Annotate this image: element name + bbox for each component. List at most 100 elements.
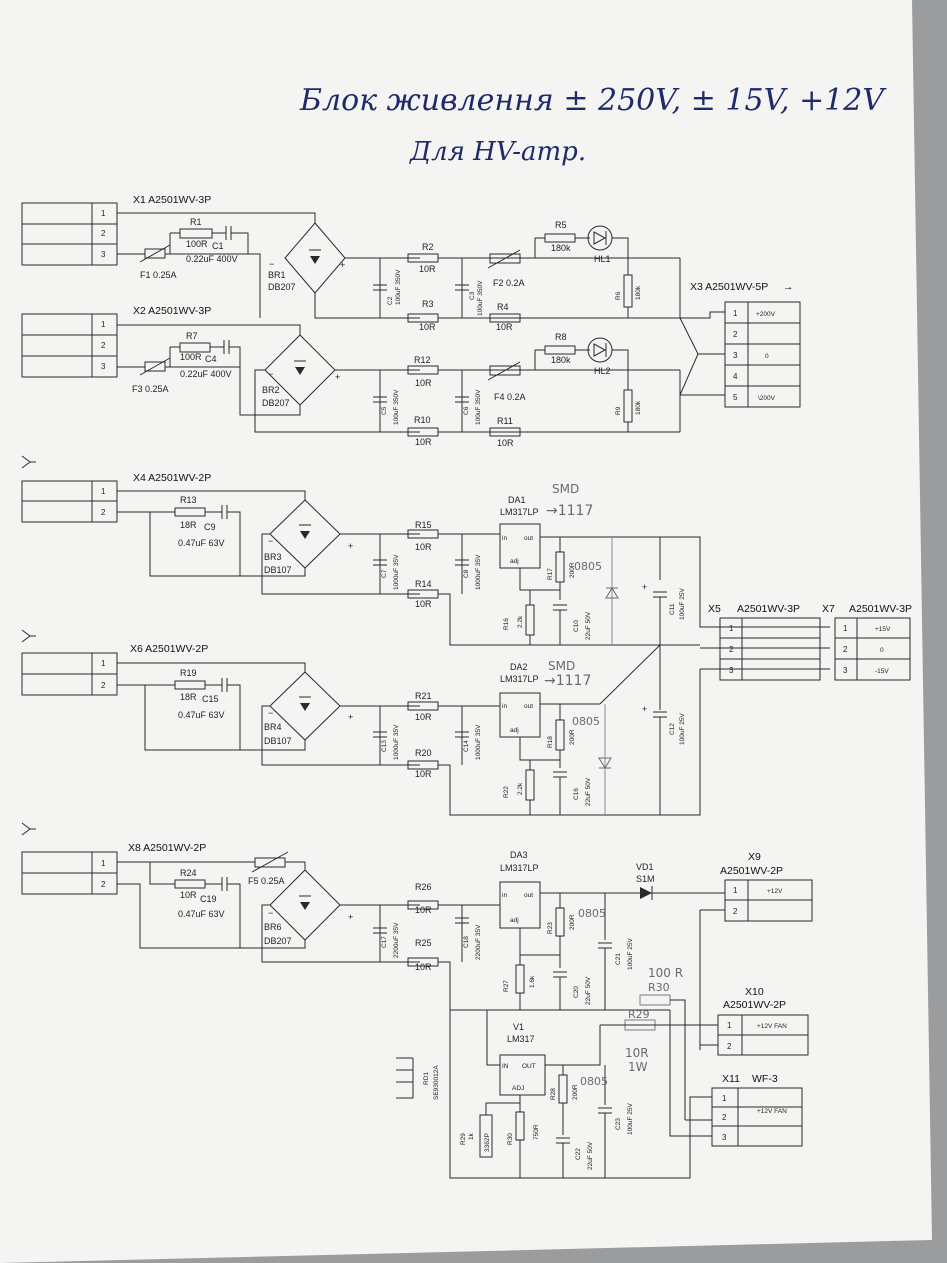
label-pin_numbers-0: 1 bbox=[101, 209, 106, 218]
label-sec4-C12: C12 bbox=[669, 723, 676, 735]
label-connectors-X9: X9 bbox=[748, 851, 761, 863]
label-sec2-C6v: 100uF 350V bbox=[475, 389, 482, 425]
label-sec4-R19v: 18R bbox=[180, 692, 197, 702]
label-polarity-plus: + bbox=[642, 582, 647, 592]
label-sec2-R9v: 180k bbox=[635, 400, 642, 415]
label-sec1-C1v: 0.22uF 400V bbox=[186, 254, 238, 264]
label-sec2-R11: R11 bbox=[497, 416, 513, 426]
label-x7_pins-1: 0 bbox=[880, 647, 884, 654]
label-sec4-R22v: 2.2k bbox=[517, 782, 524, 795]
label-sec4-C12v: 100uF 25V bbox=[679, 713, 686, 745]
label-pencil-r30name: R30 bbox=[648, 981, 670, 994]
label-sec2-C4: C4 bbox=[205, 354, 217, 364]
label-pin_numbers-0: 1 bbox=[722, 1094, 727, 1103]
label-sec1-C2: C2 bbox=[387, 296, 394, 305]
label-reg_pins-out: out bbox=[524, 535, 533, 542]
label-sec3-C8: C8 bbox=[463, 569, 470, 578]
label-pencil-size0805: 0805 bbox=[572, 715, 600, 728]
label-sec5-VD1v: S1M bbox=[636, 874, 655, 884]
label-sec4-R19: R19 bbox=[180, 668, 197, 678]
label-pin_numbers-1: 2 bbox=[729, 645, 734, 654]
label-sec5-C21: C21 bbox=[615, 953, 622, 965]
label-pencil-r29name: R29 bbox=[628, 1008, 650, 1021]
label-sec1-R1: R1 bbox=[190, 217, 202, 227]
label-pencil-smd2b: →1117 bbox=[544, 673, 591, 689]
label-sec3-R15v: 10R bbox=[415, 542, 432, 552]
label-sec5-BR6: BR6 bbox=[264, 922, 282, 932]
label-sec5-DA3v: LM317LP bbox=[500, 863, 539, 873]
label-sec5-R28: R28 bbox=[550, 1088, 557, 1100]
label-pin_numbers-1: 2 bbox=[733, 907, 738, 916]
label-sec5-R25: R25 bbox=[415, 938, 432, 948]
label-reg_pins-adj: adj bbox=[510, 558, 519, 565]
label-sec5-C17v: 2200uF 35V bbox=[393, 922, 400, 958]
label-sec3-C9v: 0.47uF 63V bbox=[178, 538, 225, 548]
label-sec2-BR2: BR2 bbox=[262, 385, 280, 395]
label-pin_numbers-2: 3 bbox=[733, 351, 738, 360]
label-pin_numbers-1: 2 bbox=[722, 1113, 727, 1122]
label-sec2-R8v: 180k bbox=[551, 355, 571, 365]
label-sec1-R2v: 10R bbox=[419, 264, 436, 274]
label-sec5-F5: F5 0.25A bbox=[248, 876, 285, 886]
label-pencil-smd1b: →1117 bbox=[546, 503, 593, 519]
label-reg_pins-adj: adj bbox=[510, 727, 519, 734]
label-sec3-C10: C10 bbox=[573, 620, 580, 632]
label-sec2-C6: C6 bbox=[463, 406, 470, 415]
label-polarity-plus: + bbox=[335, 372, 340, 382]
label-sec2-R10v: 10R bbox=[415, 437, 432, 447]
x11-connector bbox=[711, 1087, 803, 1147]
label-sec3-R17v: 200R bbox=[569, 562, 576, 578]
label-x3_pins-4: \200V bbox=[758, 395, 776, 402]
x3-label: X3 A2501WV-5P bbox=[690, 281, 768, 293]
label-sec5-R23: R23 bbox=[547, 922, 554, 934]
label-sec4-BR4v: DB107 bbox=[264, 736, 292, 746]
label-sec5-R29pot: 3362P bbox=[484, 1133, 491, 1152]
label-sec4-BR4: BR4 bbox=[264, 722, 282, 732]
label-sec3-BR3v: DB107 bbox=[264, 565, 292, 575]
label-sec5-R23v: 200R bbox=[569, 914, 576, 930]
x7-connector bbox=[834, 617, 911, 681]
label-sec2-C5: C5 bbox=[381, 406, 388, 415]
label-sec4-R18v: 200R bbox=[569, 729, 576, 745]
label-sec2-R7: R7 bbox=[186, 331, 198, 341]
label-sec4-R20v: 10R bbox=[415, 769, 432, 779]
label-polarity-plus: + bbox=[340, 260, 345, 270]
label-sec5-R24: R24 bbox=[180, 868, 197, 878]
label-pin_numbers-1: 2 bbox=[727, 1042, 732, 1051]
label-sec5-R26: R26 bbox=[415, 882, 432, 892]
label-sec3-R16: R16 bbox=[503, 618, 510, 630]
x1-connector bbox=[21, 202, 118, 266]
label-sec5-C17: C17 bbox=[381, 936, 388, 948]
label-polarity-minus: − bbox=[268, 908, 273, 918]
label-polarity-plus: + bbox=[348, 541, 353, 551]
label-connectors-X11_type: WF-3 bbox=[752, 1073, 778, 1085]
label-pin_numbers-1: 2 bbox=[101, 880, 106, 889]
label-sec1-R3: R3 bbox=[422, 299, 434, 309]
label-sec5-V1: V1 bbox=[513, 1022, 524, 1032]
label-sec5-RD1v: SE930012A bbox=[433, 1065, 440, 1100]
label-sec5-R29: R29 bbox=[460, 1133, 467, 1145]
label-sec4-C13: C13 bbox=[381, 740, 388, 752]
label-reg_pins-out: out bbox=[524, 703, 533, 710]
x4-label: X4 A2501WV-2P bbox=[133, 472, 211, 484]
label-sec1-C3: C3 bbox=[469, 291, 476, 300]
label-sec5-R29v: 1k bbox=[468, 1132, 475, 1140]
label-connectors-X7_type: A2501WV-3P bbox=[849, 603, 912, 615]
label-sec1-R6: R6 bbox=[615, 291, 622, 300]
label-pin_numbers-0: 1 bbox=[733, 886, 738, 895]
label-sec5-R24v: 10R bbox=[180, 890, 197, 900]
label-sec5-C22v: 22uF 50V bbox=[587, 1141, 594, 1170]
label-pencil-smd1: SMD bbox=[552, 482, 579, 496]
label-sec3-R14v: 10R bbox=[415, 599, 432, 609]
label-pin_numbers-2: 3 bbox=[843, 666, 848, 675]
label-reg_pins-in: in bbox=[502, 892, 507, 899]
label-connectors-X7: X7 bbox=[822, 603, 835, 615]
br4-bridge bbox=[269, 671, 341, 741]
label-sec1-R5: R5 bbox=[555, 220, 567, 230]
label-connectors-X10_type: A2501WV-2P bbox=[723, 999, 786, 1011]
label-connectors-X11: X11 bbox=[722, 1073, 740, 1085]
label-pin_numbers-2: 3 bbox=[722, 1133, 727, 1142]
